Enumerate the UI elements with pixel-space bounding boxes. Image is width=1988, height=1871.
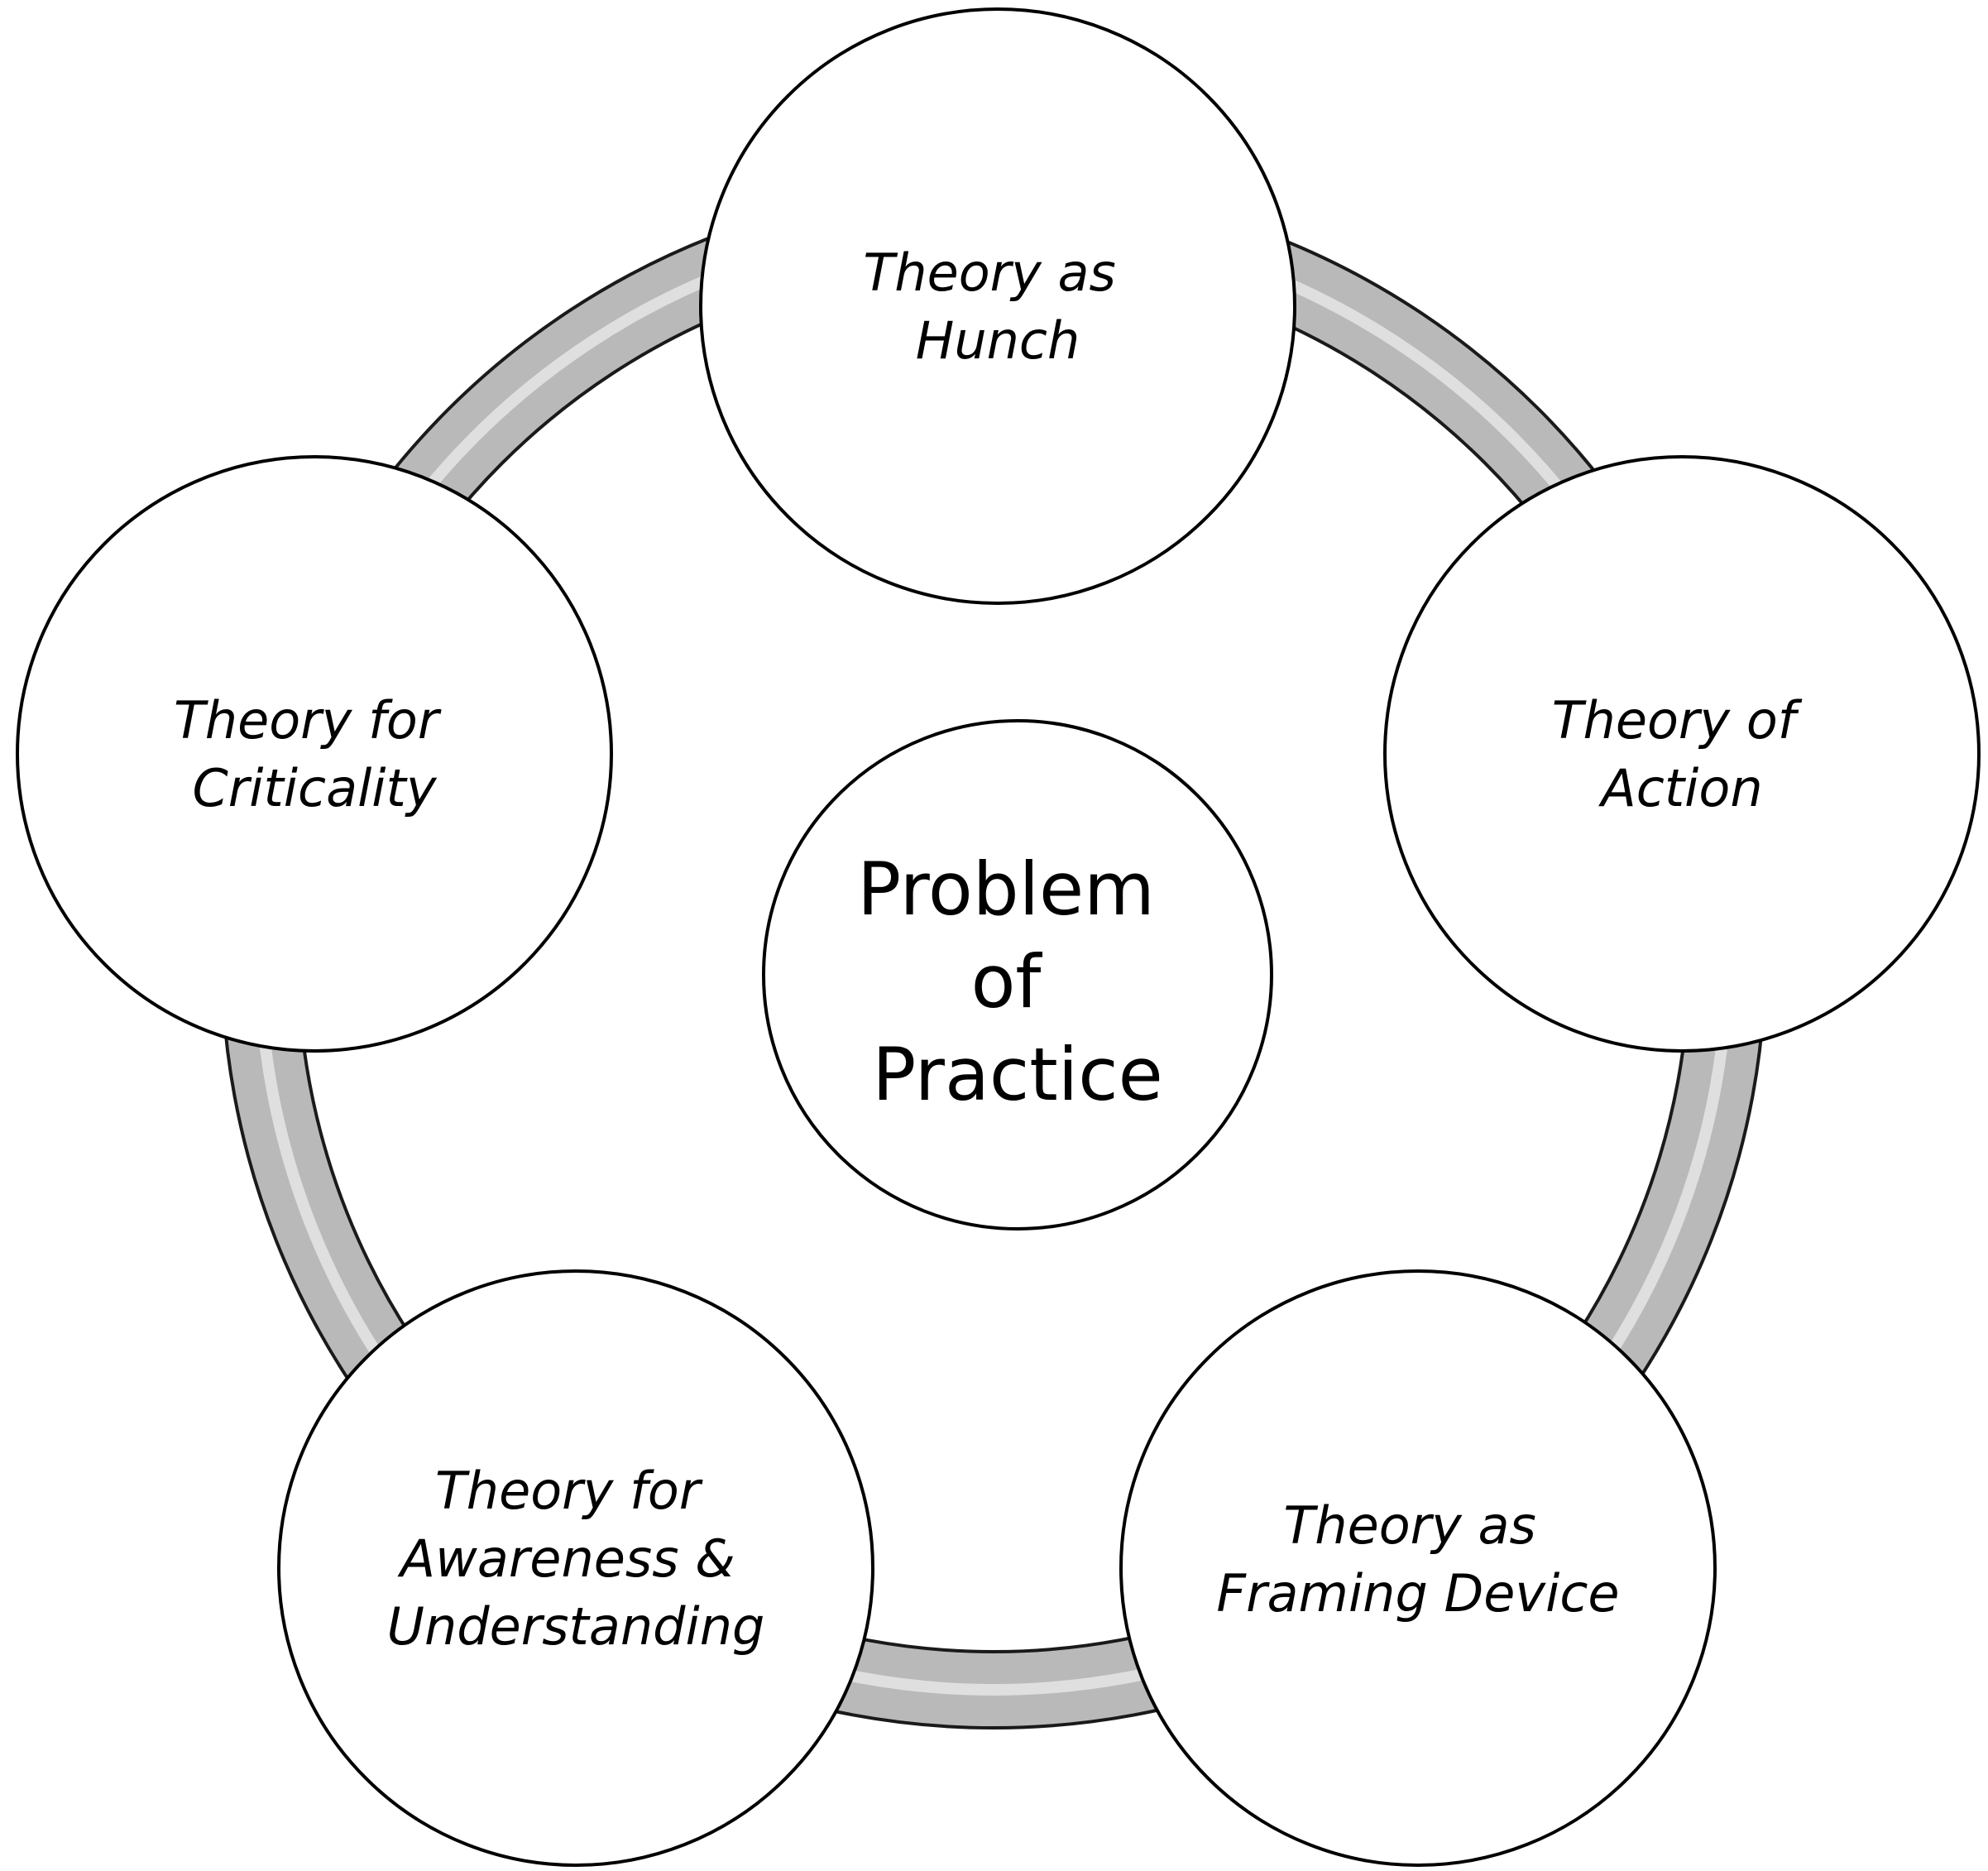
center-label-line: Practice — [872, 1032, 1162, 1117]
node-label-line: Theory for — [174, 690, 442, 751]
center-label: Problem of Practice — [857, 847, 1178, 1117]
node-label: Theory as Framing Device — [1216, 1495, 1619, 1624]
node-label: Theory of Action — [1552, 690, 1813, 818]
center-circle — [762, 719, 1273, 1231]
node-label-line: Theory of — [1552, 690, 1803, 751]
node-circle — [699, 7, 1296, 605]
node-action: Theory of Action — [1383, 455, 1981, 1053]
node-label: Theory for Awareness & Understanding — [387, 1461, 765, 1657]
node-label-line: Understanding — [387, 1596, 765, 1657]
node-hunch: Theory as Hunch — [699, 7, 1296, 605]
node-label-line: Hunch — [916, 310, 1080, 371]
node-label-line: Criticality — [192, 758, 437, 818]
node-label-line: Theory as — [863, 242, 1115, 303]
node-circle — [1119, 1269, 1717, 1867]
node-label: Theory as Hunch — [863, 242, 1132, 371]
node-circle — [277, 1269, 874, 1867]
node-label-line: Framing Device — [1216, 1563, 1619, 1624]
node-criticality: Theory for Criticality — [16, 455, 613, 1053]
center-node: Problem of Practice — [762, 719, 1273, 1231]
node-awareness-understanding: Theory for Awareness & Understanding — [277, 1269, 874, 1867]
node-label-line: Theory for — [435, 1461, 703, 1521]
node-label: Theory for Criticality — [174, 690, 455, 818]
center-label-line: Problem — [857, 847, 1155, 932]
node-circle — [1383, 455, 1981, 1053]
node-label-line: Awareness & — [397, 1528, 735, 1589]
node-label-line: Action — [1598, 758, 1762, 818]
center-label-line: of — [971, 939, 1043, 1024]
node-label-line: Theory as — [1283, 1495, 1535, 1556]
node-framing-device: Theory as Framing Device — [1119, 1269, 1717, 1867]
node-circle — [16, 455, 613, 1053]
